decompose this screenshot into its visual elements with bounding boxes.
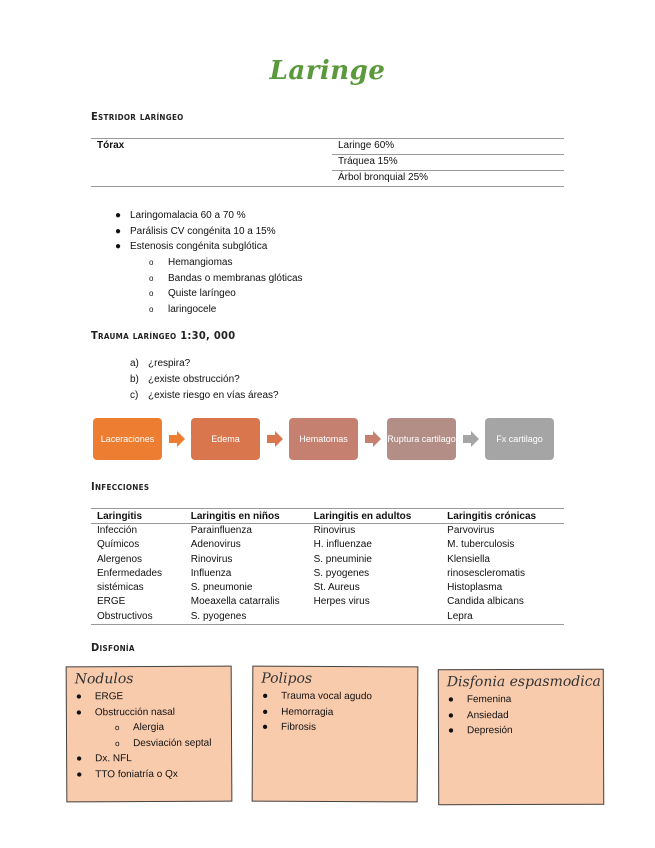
list-item: ●Depresión [439,723,603,739]
list-item: ●TTO foniatría o Qx [67,766,231,782]
circle-bullet-icon: o [149,305,154,315]
estridor-table: Tórax Laringe 60% Tráquea 15% Árbol bron… [91,138,564,187]
card-title: Polipos [261,670,313,687]
list-item: b)¿existe obstrucción? [130,374,240,385]
list-item: ●Estenosis congénita subglótica [115,239,303,255]
card-list: ●Trauma vocal agudo ●Hemorragia ●Fibrosi… [253,689,417,736]
bullet-icon: ● [447,694,454,706]
list-item: ●Hemorragia [253,704,417,720]
bullet-icon: ● [75,706,82,718]
infecciones-table: Laringitis Laringitis en niños Laringiti… [91,508,564,626]
bullet-icon: ● [262,706,269,718]
list-item: ●Trauma vocal agudo [262,690,373,703]
bullet-icon: ● [75,691,82,703]
card-polipos: Polipos ●Trauma vocal agudo ●Hemorragia … [251,665,419,803]
estridor-table-cell: Tráquea 15% [332,154,564,171]
estridor-causes-list: ●Laringomalacia 60 a 70 % ●Parálisis CV … [115,208,303,318]
circle-bullet-icon: o [115,738,120,748]
bullet-icon: ● [115,225,122,237]
circle-bullet-icon: o [149,273,154,283]
trauma-questions-list: a)¿respira? b)¿existe obstrucción? c)¿ex… [130,356,279,404]
list-item: a)¿respira? [130,358,191,369]
flow-step-edema: Edema [191,418,260,460]
flow-step-hematomas: Hematomas [289,418,358,460]
section-heading-trauma: Trauma laríngeo 1:30, 000 [91,329,236,342]
card-list: ●Femenina ●Ansiedad ●Depresión [439,692,603,739]
column-header: Laringitis crónicas [441,508,564,524]
bullet-icon: ● [262,721,269,733]
list-item: ●Obstrucción nasal [67,704,231,720]
card-title: Disfonia espasmodica [446,673,601,691]
card-title: Nodulos [74,671,134,688]
column-header: Laringitis en adultos [307,508,442,524]
bullet-icon: ● [262,690,269,702]
column-header: Laringitis [91,508,185,524]
flow-step-fx-cartilago: Fx cartilago [485,418,554,460]
flow-step-laceraciones: Laceraciones [93,418,162,460]
section-heading-disfonia: Disfonía [91,641,135,654]
section-heading-infecciones: Infecciones [91,480,150,493]
estridor-table-left: Tórax [91,138,332,187]
estridor-table-cell: Laringe 60% [332,138,564,155]
bullet-icon: ● [76,768,83,780]
list-item: ●Ansiedad [439,707,603,723]
column-header: Laringitis en niños [184,508,308,524]
bullet-icon: ● [447,725,455,737]
bullet-icon: ● [447,709,454,721]
bullet-icon: ● [115,210,122,221]
circle-bullet-icon: o [149,258,154,268]
bullet-icon: ● [115,241,122,253]
list-item: ●Fibrosis [253,720,417,736]
section-heading-estridor: Estridor laríngeo [91,110,184,123]
bullet-icon: ● [76,753,83,765]
list-item: ●Laringomalacia 60 a 70 % [115,208,303,224]
list-item: ●Femenina [439,692,603,708]
list-item: ●ERGE [67,689,231,705]
flow-step-ruptura-cartilago: Ruptura cartilago [387,418,456,460]
card-disfonia-espasmodica: Disfonia espasmodica ●Femenina ●Ansiedad… [437,668,605,806]
list-item: c)¿existe riesgo en vías áreas? [130,390,279,401]
estridor-table-cell: Árbol bronquial 25% [332,170,564,187]
circle-bullet-icon: o [149,289,154,299]
list-item: ●Parálisis CV congénita 10 a 15% [115,224,303,240]
list-item: ●Dx. NFL [67,751,231,767]
circle-bullet-icon: o [114,723,120,733]
page-title: Laringe [269,56,386,86]
